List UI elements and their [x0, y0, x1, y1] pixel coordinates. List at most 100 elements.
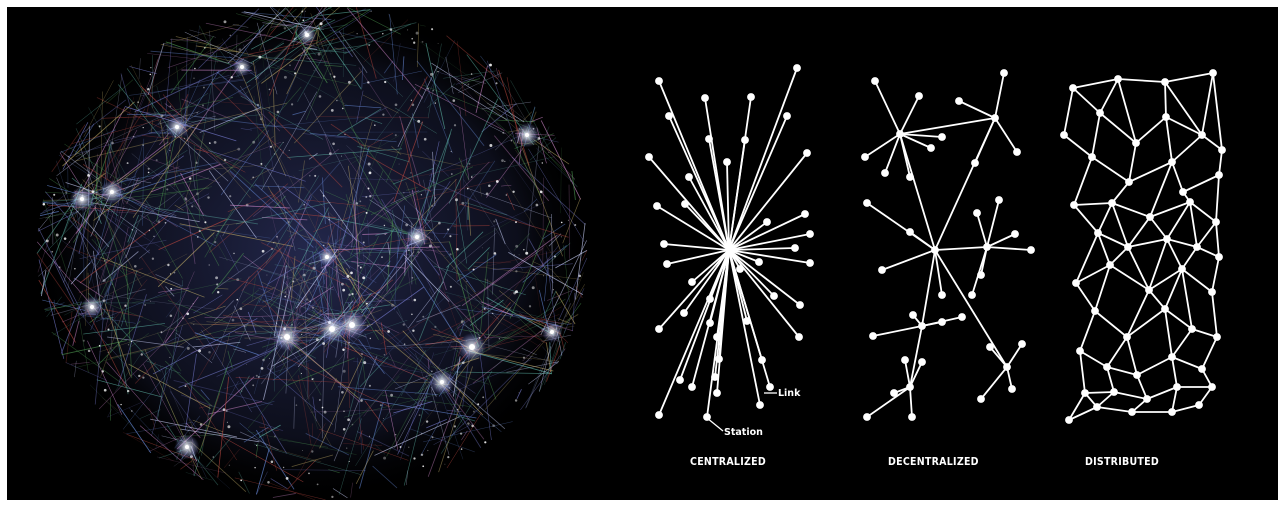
link-line [1126, 308, 1166, 338]
link-line [663, 243, 730, 251]
internet-map-node [87, 349, 91, 353]
internet-map-link [530, 111, 537, 124]
station-node [863, 413, 871, 421]
link-line [899, 133, 943, 138]
internet-map-link [37, 227, 85, 318]
internet-map-node [411, 313, 413, 316]
internet-map-link [528, 361, 559, 385]
internet-map-link [343, 443, 383, 446]
internet-map-node [418, 414, 421, 416]
internet-map-link [165, 41, 230, 65]
internet-map-node [513, 291, 517, 295]
internet-map-link [287, 459, 317, 490]
internet-map-node [126, 298, 128, 299]
internet-map-link [140, 75, 230, 97]
internet-map-link [336, 339, 445, 389]
internet-map-link [574, 223, 586, 300]
internet-map-link [425, 43, 446, 130]
internet-map-link [359, 106, 388, 123]
internet-map-link [254, 183, 331, 253]
internet-map-link [479, 342, 558, 364]
internet-map-link [74, 360, 77, 378]
station-node [1162, 113, 1170, 121]
link-line [1164, 81, 1167, 118]
link-line [1164, 81, 1203, 136]
internet-map-link [160, 315, 183, 334]
internet-map-link [140, 214, 157, 225]
internet-map-node [492, 424, 495, 428]
link-line [1201, 72, 1214, 136]
link-line [728, 115, 788, 251]
internet-map-link [418, 377, 429, 393]
internet-map-node [472, 268, 475, 271]
internet-map-link [82, 99, 127, 133]
internet-map-link [289, 227, 306, 237]
internet-map-link [475, 65, 488, 113]
internet-map-link [348, 357, 365, 417]
link-line [872, 325, 923, 337]
internet-map-link [354, 199, 360, 302]
internet-map-node [255, 444, 258, 447]
internet-map-link [404, 257, 468, 354]
internet-map-node [373, 124, 376, 127]
internet-map-link [562, 197, 581, 244]
link-line [1171, 356, 1178, 388]
link-line [1106, 336, 1128, 368]
internet-map-node [309, 300, 312, 303]
internet-map-link [227, 194, 273, 213]
internet-map-link [120, 216, 146, 236]
internet-map-link [261, 45, 313, 84]
internet-map-link [525, 145, 540, 252]
link-line [986, 233, 1016, 248]
internet-map-link [192, 197, 201, 208]
internet-map-node [256, 103, 260, 107]
internet-map-link [516, 389, 522, 399]
internet-map-link [38, 261, 55, 277]
internet-map-node [257, 375, 260, 378]
internet-map-link [208, 67, 231, 86]
internet-map-link [542, 290, 557, 319]
internet-map-link [127, 214, 140, 243]
link-line [1072, 78, 1119, 89]
station-node [1096, 109, 1104, 117]
internet-map-link [262, 22, 325, 30]
internet-map-node [198, 230, 201, 233]
internet-map-node [322, 342, 326, 345]
internet-map-link [394, 381, 431, 449]
internet-map [36, 7, 588, 500]
station-node [1065, 416, 1073, 424]
station-node [1212, 218, 1220, 226]
internet-map-link [262, 429, 265, 446]
internet-map-node [453, 124, 457, 127]
internet-map-node [239, 307, 243, 311]
link-line [1097, 202, 1113, 234]
internet-map-node [389, 28, 393, 31]
internet-map-link [555, 250, 588, 269]
internet-map-node [142, 127, 144, 129]
internet-map-link [269, 244, 322, 308]
internet-map-link [106, 79, 134, 104]
internet-map-link [155, 207, 258, 225]
internet-map-link [533, 139, 570, 165]
internet-map-link [255, 65, 274, 172]
station-node [795, 333, 803, 341]
internet-map-node [405, 223, 409, 227]
internet-map-link [396, 205, 406, 259]
link-line [1111, 202, 1151, 218]
internet-map-link [301, 47, 323, 79]
internet-map-link [514, 313, 561, 324]
internet-map-node [186, 346, 190, 350]
internet-map-link [98, 335, 172, 410]
link-line [1165, 116, 1203, 136]
link-line [866, 386, 911, 418]
internet-map-link [563, 288, 585, 333]
internet-map-link [356, 431, 410, 457]
station-node [1208, 383, 1216, 391]
internet-map-node [288, 221, 290, 223]
internet-map-link [544, 264, 549, 302]
internet-map-hub [440, 380, 444, 384]
internet-map-link [165, 38, 173, 115]
internet-map-link [92, 189, 98, 234]
internet-map-link [481, 245, 545, 337]
internet-map-link [531, 252, 544, 328]
